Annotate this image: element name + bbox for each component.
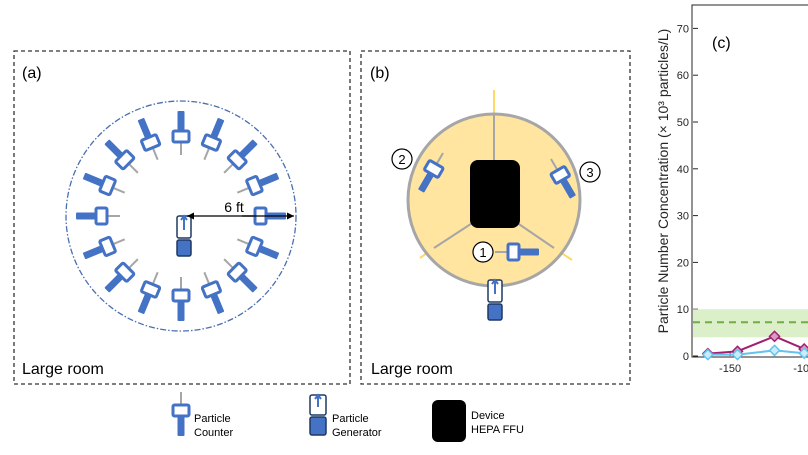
x-tick-label: -150 xyxy=(719,363,741,375)
particle-counter xyxy=(216,251,263,298)
panel-c-ylabel: Particle Number Concentration (× 10³ par… xyxy=(655,29,671,334)
center-generator xyxy=(176,214,192,257)
position-marker-3 xyxy=(579,161,601,183)
legend-device-line1: Device xyxy=(471,410,505,422)
legend-counter-line1: Particle xyxy=(194,413,231,425)
particle-counter xyxy=(195,114,231,165)
panel-c-yticks: 0 10 20 30 40 50 60 70 xyxy=(677,23,698,363)
panel-b-room-label: Large room xyxy=(371,361,453,378)
series-point xyxy=(701,348,714,361)
panel-b-label: (b) xyxy=(370,65,390,82)
panel-b-generator xyxy=(487,278,503,321)
panel-b: (b) Large room 1 2 3 xyxy=(360,50,631,385)
y-tick-label: 0 xyxy=(683,351,689,363)
legend-counter-line2: Counter xyxy=(194,427,233,439)
y-tick-label: 20 xyxy=(677,257,689,269)
y-tick-label: 60 xyxy=(677,70,689,82)
panel-c: (c) Particle Number Concentration (× 10³… xyxy=(655,4,808,375)
series-line xyxy=(707,335,805,355)
panel-a-room-label: Large room xyxy=(22,361,104,378)
panel-c-label: (c) xyxy=(712,35,731,52)
series-point xyxy=(768,344,781,357)
particle-counter xyxy=(74,206,122,226)
position-marker-2 xyxy=(391,148,413,170)
distance-arrow xyxy=(187,212,294,220)
legend-device-icon xyxy=(432,400,466,442)
panel-c-series xyxy=(701,330,808,361)
panel-a: (a) Large room 6 ft xyxy=(13,50,351,385)
y-tick-label: 50 xyxy=(677,117,689,129)
series-point xyxy=(768,330,781,343)
particle-counter xyxy=(171,109,191,157)
particle-counter xyxy=(99,134,146,181)
panel-a-label: (a) xyxy=(22,65,42,82)
particle-counter xyxy=(171,275,191,323)
particle-counter xyxy=(232,230,283,266)
legend-generator-line2: Generator xyxy=(332,427,382,439)
particle-counter xyxy=(216,134,263,181)
legend-generator-icon xyxy=(309,393,327,436)
y-tick-label: 70 xyxy=(677,23,689,35)
series-line xyxy=(707,349,805,356)
panel-a-frame xyxy=(13,50,351,385)
legend: Particle Counter Particle Generator Devi… xyxy=(171,390,524,442)
position-label-2: 2 xyxy=(398,152,405,167)
sampling-circle xyxy=(65,100,297,332)
particle-counter xyxy=(195,267,231,318)
legend-counter-icon xyxy=(171,390,191,438)
position-label-1: 1 xyxy=(479,245,486,260)
particle-counter xyxy=(232,166,283,202)
position-label-3: 3 xyxy=(586,165,593,180)
distance-label: 6 ft xyxy=(224,199,244,215)
y-tick-label: 30 xyxy=(677,211,689,223)
series-point xyxy=(731,348,744,361)
particle-counter xyxy=(99,251,146,298)
position-marker-1 xyxy=(472,241,494,263)
legend-generator-line1: Particle xyxy=(332,413,369,425)
panel-c-plot-area xyxy=(691,4,808,358)
y-tick-label: 10 xyxy=(677,304,689,316)
hepa-ffu-device xyxy=(470,160,520,228)
reference-band xyxy=(693,309,808,338)
particle-counter xyxy=(131,114,167,165)
legend-device-line2: HEPA FFU xyxy=(471,424,524,436)
y-tick-label: 40 xyxy=(677,164,689,176)
particle-counter xyxy=(79,230,130,266)
x-tick-label: -100 xyxy=(793,363,808,375)
particle-counter xyxy=(79,166,130,202)
particle-counter xyxy=(131,267,167,318)
panel-b-frame xyxy=(360,50,631,385)
